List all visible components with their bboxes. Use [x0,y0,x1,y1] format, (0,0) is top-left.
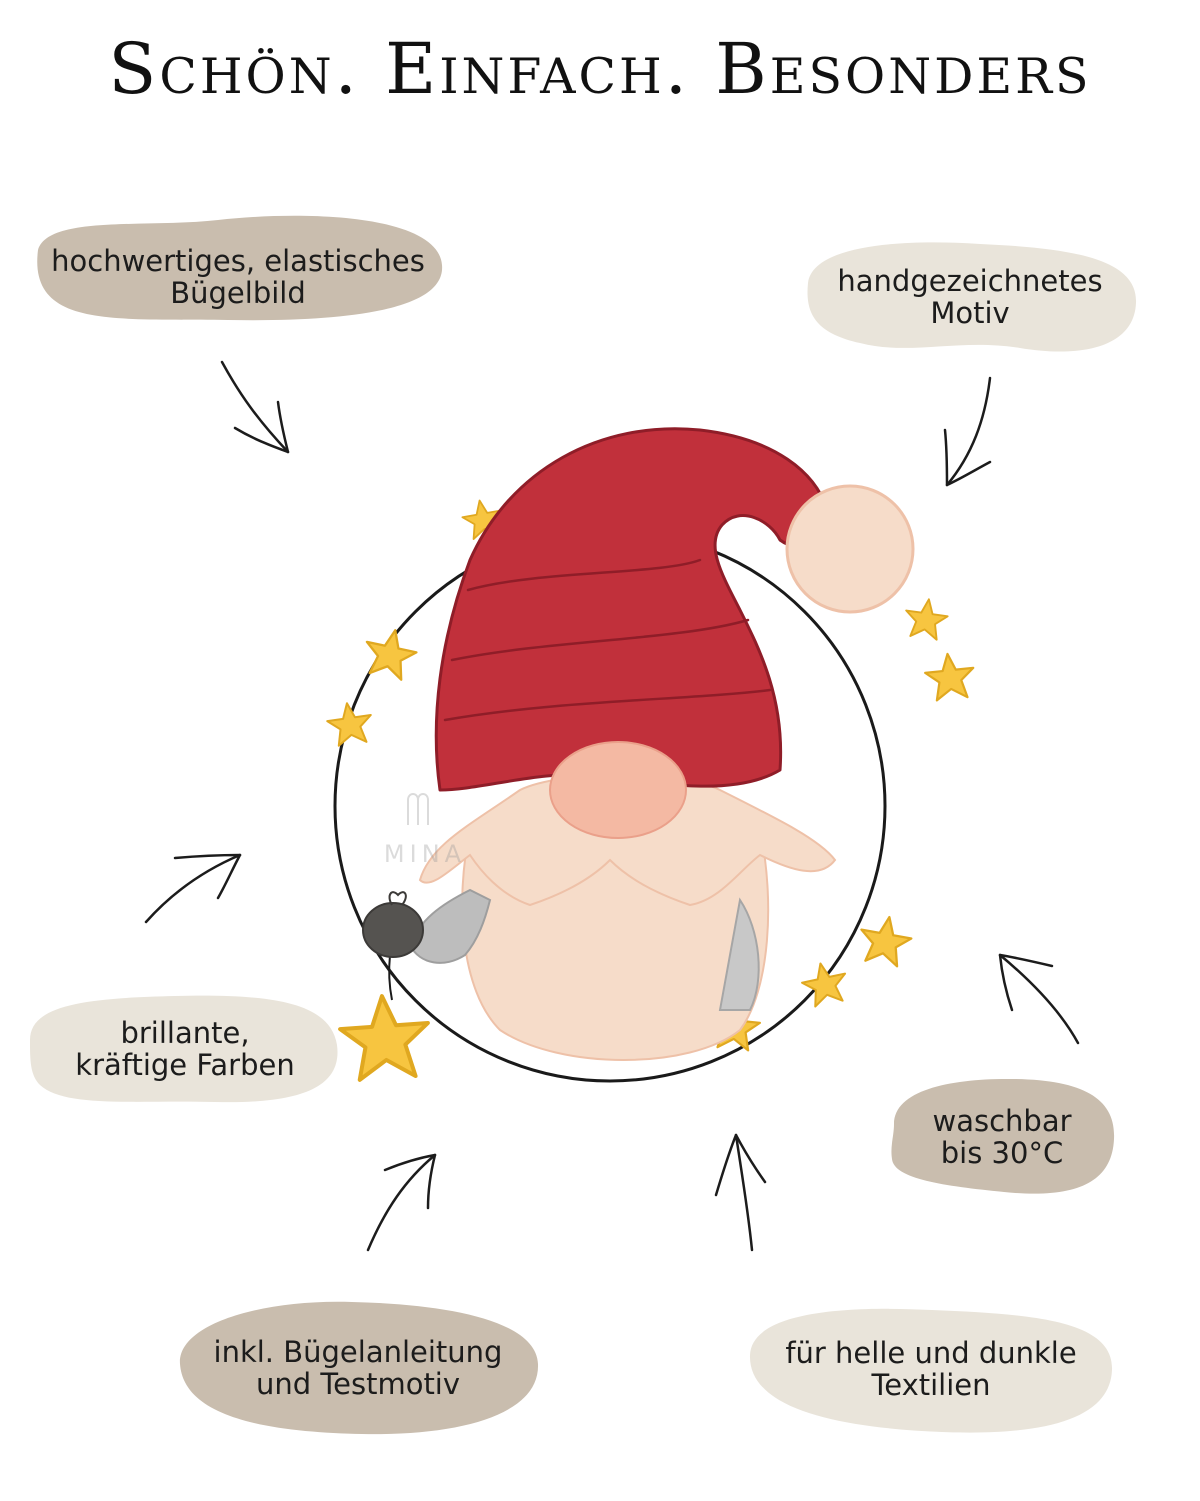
star-icon [860,915,913,968]
lantern-string [388,954,393,1001]
feature-label-colors: brillante, kräftige Farben [75,1016,295,1082]
gnome-arm [408,888,492,964]
hat-folds [443,558,772,722]
feature-bubble-bottom-left: inkl. Bügelanleitung und Testmotiv [172,1294,544,1444]
arrow-top-left [220,360,290,454]
feature-label-washable: waschbar bis 30°C [932,1104,1072,1170]
gnome-illustration [362,427,915,1061]
bubble-shape [749,1308,1113,1433]
star-icon [326,702,372,747]
feature-bubble-mid-right: waschbar bis 30°C [884,1074,1120,1202]
star-icon [905,598,949,641]
gnome-mitten [362,902,424,958]
star-icon [338,994,430,1082]
watermark-logo: MINA [384,793,466,868]
feature-bubble-top-left: hochwertiges, elastisches Bügelbild [28,210,448,330]
feature-bubble-top-right: handgezeichnetes Motiv [800,238,1140,358]
feature-bubble-bottom-right: für helle und dunkle Textilien [742,1300,1120,1440]
star-icon [801,962,847,1008]
gnome-side [718,897,760,1011]
feature-label-textiles: für helle und dunkle Textilien [785,1336,1077,1402]
star-icon [924,652,975,702]
gnome-nose [549,741,687,839]
bubble-shape [891,1078,1115,1194]
logo-icon [407,793,429,825]
hat-pompom [785,484,915,614]
arrow-mid-right [998,953,1080,1045]
page-title: Schön. Einfach. Besonders [108,28,1092,110]
arrow-bottom-left [366,1153,437,1252]
gnome-hat [434,427,833,792]
feature-bubble-mid-left: brillante, kräftige Farben [25,990,345,1110]
bubble-shape [30,995,338,1103]
arrow-mid-left [144,853,242,924]
arrow-bottom-center [714,1133,767,1252]
star-icon [365,629,418,681]
bubble-shape [807,242,1137,352]
bubble-shape [179,1301,539,1435]
bow-icon [388,891,407,906]
bubble-shape [37,215,443,321]
feature-label-handdrawn: handgezeichnetes Motiv [837,264,1103,330]
arrows [144,360,1080,1252]
feature-label-quality: hochwertiges, elastisches Bügelbild [51,244,425,310]
watermark-text: MINA [384,840,466,868]
feature-label-instructions: inkl. Bügelanleitung und Testmotiv [213,1335,503,1401]
arrow-top-right [943,376,992,487]
